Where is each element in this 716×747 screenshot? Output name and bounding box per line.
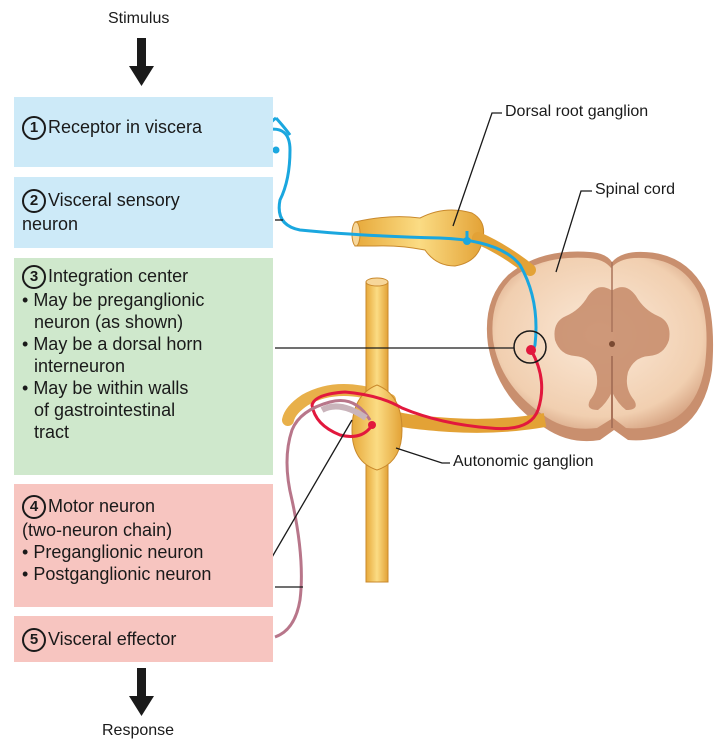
step-4-bullet-2: Postganglionic neuron: [33, 564, 211, 584]
step-5-title: Visceral effector: [48, 629, 176, 649]
step-3-bullet-3-line-1: May be within walls: [33, 378, 188, 398]
step-3-title: Integration center: [48, 266, 188, 286]
step-3-bullet-2-line-2: interneuron: [22, 355, 273, 377]
sympathetic-trunk: [352, 278, 402, 582]
stimulus-label: Stimulus: [108, 10, 169, 28]
step-1-number: 1: [22, 116, 46, 140]
step-3-bullet-3-line-3: tract: [22, 421, 273, 443]
dorsal-root-ganglion-label: Dorsal root ganglion: [505, 103, 648, 121]
response-arrow: [129, 668, 154, 716]
dorsal-root-nerve: [352, 210, 530, 270]
spinal-cord-shape: [487, 251, 713, 441]
step-3-bullet-1-line-1: May be preganglionic: [33, 290, 204, 310]
autonomic-ganglion-label: Autonomic ganglion: [453, 453, 594, 471]
stimulus-arrow: [129, 38, 154, 86]
step-4-title-line-1: Motor neuron: [48, 496, 155, 516]
step-3-number: 3: [22, 265, 46, 289]
step-4-bullet-1: Preganglionic neuron: [33, 542, 203, 562]
step-3-bullet-1-line-2: neuron (as shown): [22, 311, 273, 333]
step-1-title: Receptor in viscera: [48, 117, 202, 137]
step-2-title-line-1: Visceral sensory: [48, 190, 180, 210]
step-2-number: 2: [22, 189, 46, 213]
step-3-bullet-3-line-2: of gastrointestinal: [22, 399, 273, 421]
step-4-number: 4: [22, 495, 46, 519]
response-label: Response: [102, 722, 174, 740]
step-3-bullet-2-line-1: May be a dorsal horn: [33, 334, 202, 354]
step-4-title-line-2: (two-neuron chain): [22, 519, 273, 541]
step-2-title-line-2: neuron: [22, 213, 273, 235]
spinal-cord-label: Spinal cord: [595, 181, 675, 199]
step-5-number: 5: [22, 628, 46, 652]
